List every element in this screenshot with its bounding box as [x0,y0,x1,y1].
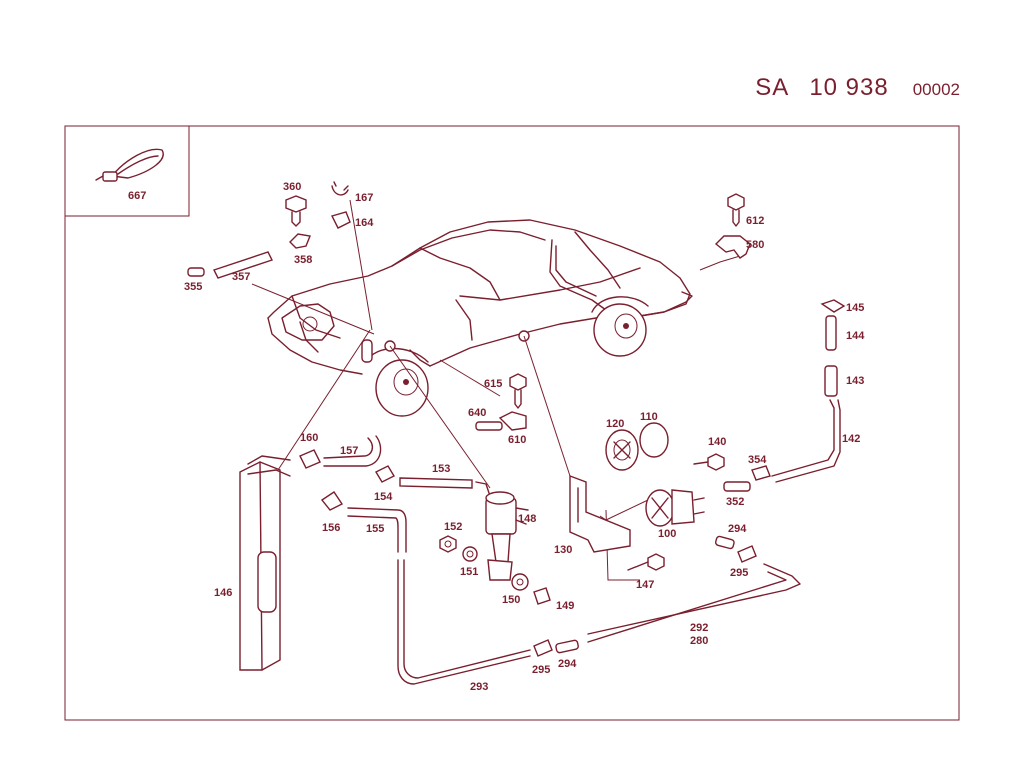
reservoir-146 [239,455,291,671]
label-293: 293 [470,681,488,693]
part-labels: 667 360 167 164 612 580 358 357 355 145 … [128,181,865,693]
clamp-164 [330,211,351,229]
clamp-160 [299,449,321,469]
label-156: 156 [322,522,340,534]
hose-155 [347,507,407,553]
label-164: 164 [355,217,374,229]
drawing-prefix: SA [755,74,790,101]
label-358: 358 [294,254,312,266]
car-outline [267,219,693,417]
label-147: 147 [636,579,654,591]
clamp-295-upper [737,545,757,563]
label-100: 100 [658,528,676,540]
label-640: 640 [468,407,486,419]
label-580: 580 [746,239,764,251]
hose-142 [771,399,841,483]
clamp-295-lower [533,639,553,657]
pulley-120 [605,429,639,471]
label-360: 360 [283,181,301,193]
hose-352 [723,481,751,492]
washer-151 [462,546,478,562]
label-357: 357 [232,271,250,283]
clamp-610 [498,411,527,431]
label-157: 157 [340,445,358,457]
diagram-frame [64,125,960,721]
drawing-number: 10 938 [809,74,889,101]
label-153: 153 [432,463,450,475]
label-667: 667 [128,190,146,202]
label-612: 612 [746,215,764,227]
label-143: 143 [846,375,864,387]
label-144: 144 [846,330,865,342]
screw-147 [627,553,665,571]
hose-153 [399,477,491,497]
label-295-lower: 295 [532,664,550,676]
tube-144 [825,315,837,351]
hose-157 [323,435,382,467]
label-354: 354 [748,454,767,466]
bushing-640 [475,421,503,431]
hose-292 [587,563,801,643]
label-145: 145 [846,302,864,314]
label-151: 151 [460,566,478,578]
label-146: 146 [214,587,232,599]
label-352: 352 [726,496,744,508]
valve-148 [485,491,529,581]
label-120: 120 [606,418,624,430]
label-150: 150 [502,594,520,606]
bolt-615 [509,373,527,409]
screw-140 [693,453,725,471]
label-615: 615 [484,378,502,390]
bolt-612 [727,193,745,227]
label-292: 292 [690,622,708,634]
hose-294-upper [714,535,735,550]
plug-355 [187,267,205,277]
label-149: 149 [556,600,574,612]
label-280: 280 [690,635,708,647]
pump-100 [645,489,705,527]
bracket-130 [569,474,631,553]
label-142: 142 [842,433,860,445]
inset-box [64,125,190,217]
clip-167 [331,181,349,196]
valve-145 [820,299,846,313]
hose-357 [213,251,273,279]
drawing-header: SA 10 938 00002 [755,74,960,102]
connector-149 [533,587,551,605]
label-294-upper: 294 [728,523,747,535]
clamp-354 [751,465,771,481]
label-154: 154 [374,491,393,503]
label-140: 140 [708,436,726,448]
label-148: 148 [518,513,536,525]
cable-tie-667 [95,148,164,182]
grommet-150 [511,573,529,591]
nut-152 [439,535,457,553]
bolt-360 [285,195,307,227]
label-155: 155 [366,523,384,535]
hose-294-lower [555,639,579,654]
label-110: 110 [640,411,658,423]
clamp-156 [320,491,344,511]
cover-110 [639,422,669,458]
hose-293 [397,559,531,685]
clamp-580 [714,235,751,259]
label-355: 355 [184,281,202,293]
label-130: 130 [554,544,572,556]
clip-358 [289,233,311,249]
clamp-154 [375,465,395,483]
label-167: 167 [355,192,373,204]
label-610: 610 [508,434,526,446]
label-295-upper: 295 [730,567,748,579]
label-152: 152 [444,521,462,533]
label-160: 160 [300,432,318,444]
connector-143 [824,365,838,397]
label-294-lower: 294 [558,658,577,670]
sheet-number: 00002 [912,80,960,99]
